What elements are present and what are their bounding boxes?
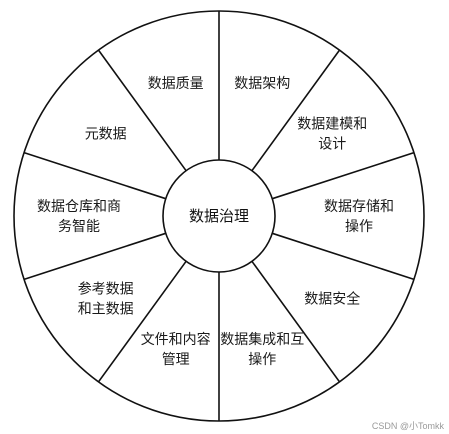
segment-label: 和主数据 (78, 301, 134, 317)
spoke-line (272, 151, 415, 200)
segment-label: 务智能 (58, 219, 100, 235)
wheel-lines (13, 10, 425, 422)
segment-label: 数据架构 (234, 76, 290, 92)
wheel-labels: 数据架构数据建模和设计数据存储和操作数据安全数据集成和互操作文件和内容管理参考数… (37, 76, 394, 368)
watermark-text: CSDN @小Tomkk (372, 421, 445, 431)
spoke-line (23, 151, 166, 200)
spoke-line (97, 49, 187, 172)
segment-label: 文件和内容 (141, 331, 211, 348)
segment-label: 数据建模和 (297, 117, 367, 133)
spoke-line (97, 260, 187, 383)
segment-label: 数据存储和 (324, 199, 394, 215)
segment-label: 操作 (248, 352, 276, 368)
segment-label: 数据质量 (148, 76, 204, 92)
spoke-line (251, 49, 341, 172)
segment-label: 数据集成和互 (220, 331, 304, 348)
spoke-line (272, 232, 415, 281)
segment-label: 管理 (162, 352, 190, 368)
spoke-line (251, 260, 341, 383)
segment-label: 元数据 (85, 127, 127, 143)
spoke-line (23, 232, 166, 281)
segment-label: 数据安全 (304, 290, 360, 307)
segment-label: 参考数据 (78, 280, 134, 297)
segment-label: 操作 (345, 219, 373, 235)
center-label: 数据治理 (189, 207, 249, 225)
segment-label: 设计 (318, 137, 346, 153)
segment-label: 数据仓库和商 (37, 199, 121, 215)
